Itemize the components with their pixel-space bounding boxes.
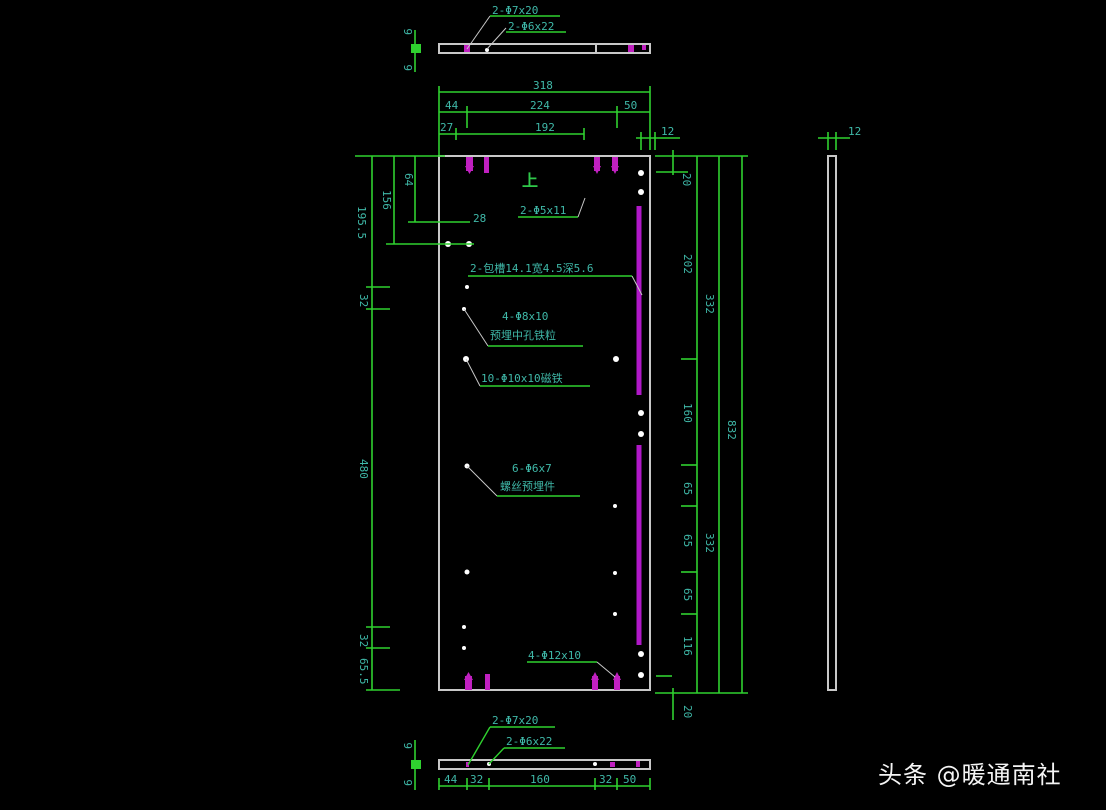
note-4-phi12x10: 4-Φ12x10	[528, 649, 581, 662]
note-screw-embed: 螺丝预埋件	[500, 480, 555, 493]
bottom-view: 2-Φ7x20 2-Φ6x22 44 32 160 32 50 6 6	[402, 714, 651, 790]
dim-32-top: 32	[357, 294, 370, 307]
side-dim-12: 12	[848, 125, 861, 138]
front-view: 上 2-Φ5x11 2-包槽14.1宽4.5深5.6 4-Φ8x10 预埋中孔铁…	[355, 150, 748, 720]
right-dimensions: 20 202 332 160 65 65 332 65 116 20 832	[655, 150, 748, 720]
dim-28: 28	[473, 212, 486, 225]
dim-64: 64	[402, 173, 415, 187]
dim-65-a: 65	[681, 482, 694, 495]
top-label-1: 2-Φ7x20	[492, 4, 538, 17]
bottom-thk-1: 6	[402, 742, 415, 749]
dim-192: 192	[535, 121, 555, 134]
dim-195-5: 195.5	[355, 206, 368, 239]
note-2-phi5x11: 2-Φ5x11	[520, 204, 566, 217]
annotations: 2-Φ5x11 2-包槽14.1宽4.5深5.6 4-Φ8x10 预埋中孔铁粒 …	[463, 197, 643, 678]
note-slot: 2-包槽14.1宽4.5深5.6	[470, 261, 593, 275]
dim-65-c: 65	[681, 588, 694, 601]
dim-65-b: 65	[681, 534, 694, 547]
dim-50: 50	[624, 99, 637, 112]
top-thk-2: 6	[402, 64, 415, 71]
magnet-pins-top	[465, 157, 619, 174]
note-embed-iron: 预埋中孔铁粒	[490, 328, 556, 342]
dim-116: 116	[681, 636, 694, 656]
left-dimensions: 64 156 195.5 32 480 32 65.5 28	[355, 155, 486, 691]
dim-332-top: 332	[703, 294, 716, 314]
dim-318: 318	[533, 79, 553, 92]
dim-832: 832	[725, 420, 738, 440]
bottom-dim-32-b: 32	[599, 773, 612, 786]
hole-markers	[445, 170, 644, 678]
dim-160: 160	[681, 403, 694, 423]
top-thk-1: 6	[402, 28, 415, 35]
dim-27: 27	[440, 121, 453, 134]
bottom-label-1: 2-Φ7x20	[492, 714, 538, 727]
dim-20-top: 20	[680, 173, 693, 186]
note-10-phi10x10: 10-Φ10x10磁铁	[481, 372, 563, 385]
bottom-dim-160: 160	[530, 773, 550, 786]
bottom-thk-2: 6	[402, 779, 415, 786]
dim-65-5: 65.5	[357, 658, 370, 685]
dim-202: 202	[681, 254, 694, 274]
note-6-phi6x7: 6-Φ6x7	[512, 462, 552, 475]
dim-32-bottom: 32	[357, 634, 370, 647]
watermark: 头条 @暖通南社	[878, 761, 1062, 789]
width-dimensions: 318 44 224 50 27 192 12	[438, 79, 680, 160]
dim-12: 12	[661, 125, 674, 138]
note-4-phi8x10: 4-Φ8x10	[502, 310, 548, 323]
dim-480: 480	[357, 459, 370, 479]
dim-156: 156	[380, 190, 393, 210]
side-view: 12	[818, 125, 861, 691]
bottom-dim-32-a: 32	[470, 773, 483, 786]
dim-44: 44	[445, 99, 459, 112]
top-view: 2-Φ7x20 2-Φ6x22 6 6	[402, 4, 651, 72]
bottom-dim-44: 44	[444, 773, 458, 786]
orientation-label: 上	[522, 171, 538, 190]
top-label-2: 2-Φ6x22	[508, 20, 554, 33]
bottom-dim-50: 50	[623, 773, 636, 786]
dim-20-bottom: 20	[681, 705, 694, 718]
bottom-label-2: 2-Φ6x22	[506, 735, 552, 748]
dim-224: 224	[530, 99, 550, 112]
magnet-pins-bottom	[464, 672, 621, 690]
dim-332-bottom: 332	[703, 533, 716, 553]
